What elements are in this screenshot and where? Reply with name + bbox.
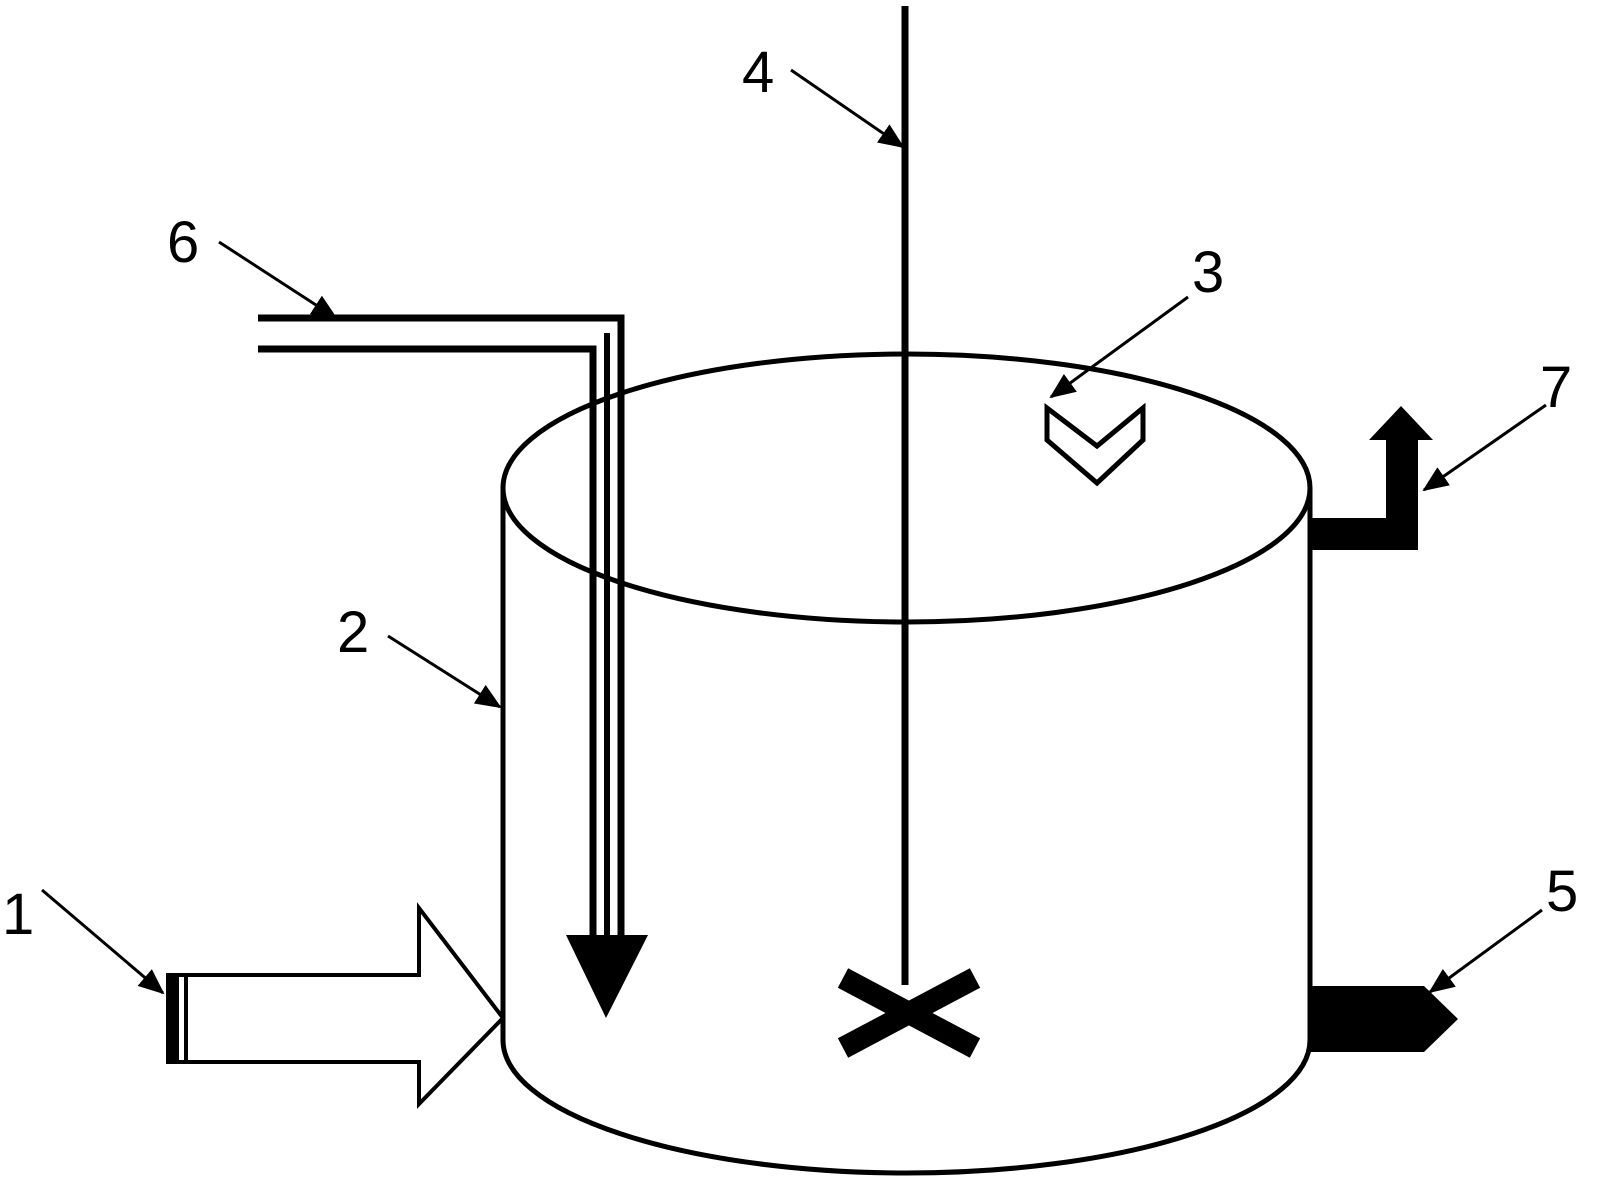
vessel-bottom-arc: [500, 1039, 1313, 1176]
leader-line-1: [41, 888, 165, 995]
callout-label-6: 6: [167, 210, 199, 275]
gas-outlet-pipe: [1310, 406, 1433, 550]
leader-line-5: [1428, 908, 1543, 994]
leader-line-7: [1422, 403, 1547, 492]
inlet-arrow: [166, 902, 506, 1109]
inlet-flange: [168, 975, 179, 1062]
leader-lines: [41, 68, 1547, 995]
feed-pipe: [258, 314, 648, 1018]
callout-label-3: 3: [1192, 240, 1224, 305]
feed-pipe-inner: [258, 345, 597, 935]
callout-label-1: 1: [2, 882, 34, 947]
discharge-outlet: [1310, 986, 1458, 1052]
callout-label-2: 2: [337, 600, 369, 665]
callout-labels: 1 2 3 4 5 6 7: [2, 40, 1578, 947]
feed-pipe-arrowhead: [566, 935, 648, 1018]
callout-label-5: 5: [1546, 859, 1578, 924]
leader-line-4: [790, 68, 905, 149]
leader-line-2: [387, 634, 502, 709]
impeller-blade: [837, 968, 981, 1058]
sensor-icon: [1044, 402, 1146, 487]
callout-label-4: 4: [742, 40, 774, 105]
inlet: [166, 902, 506, 1109]
stirrer: [837, 6, 981, 1058]
callout-label-7: 7: [1540, 355, 1572, 420]
feed-pipe-outer: [258, 314, 625, 935]
leader-line-3: [1049, 295, 1189, 399]
leader-line-6: [218, 240, 338, 320]
